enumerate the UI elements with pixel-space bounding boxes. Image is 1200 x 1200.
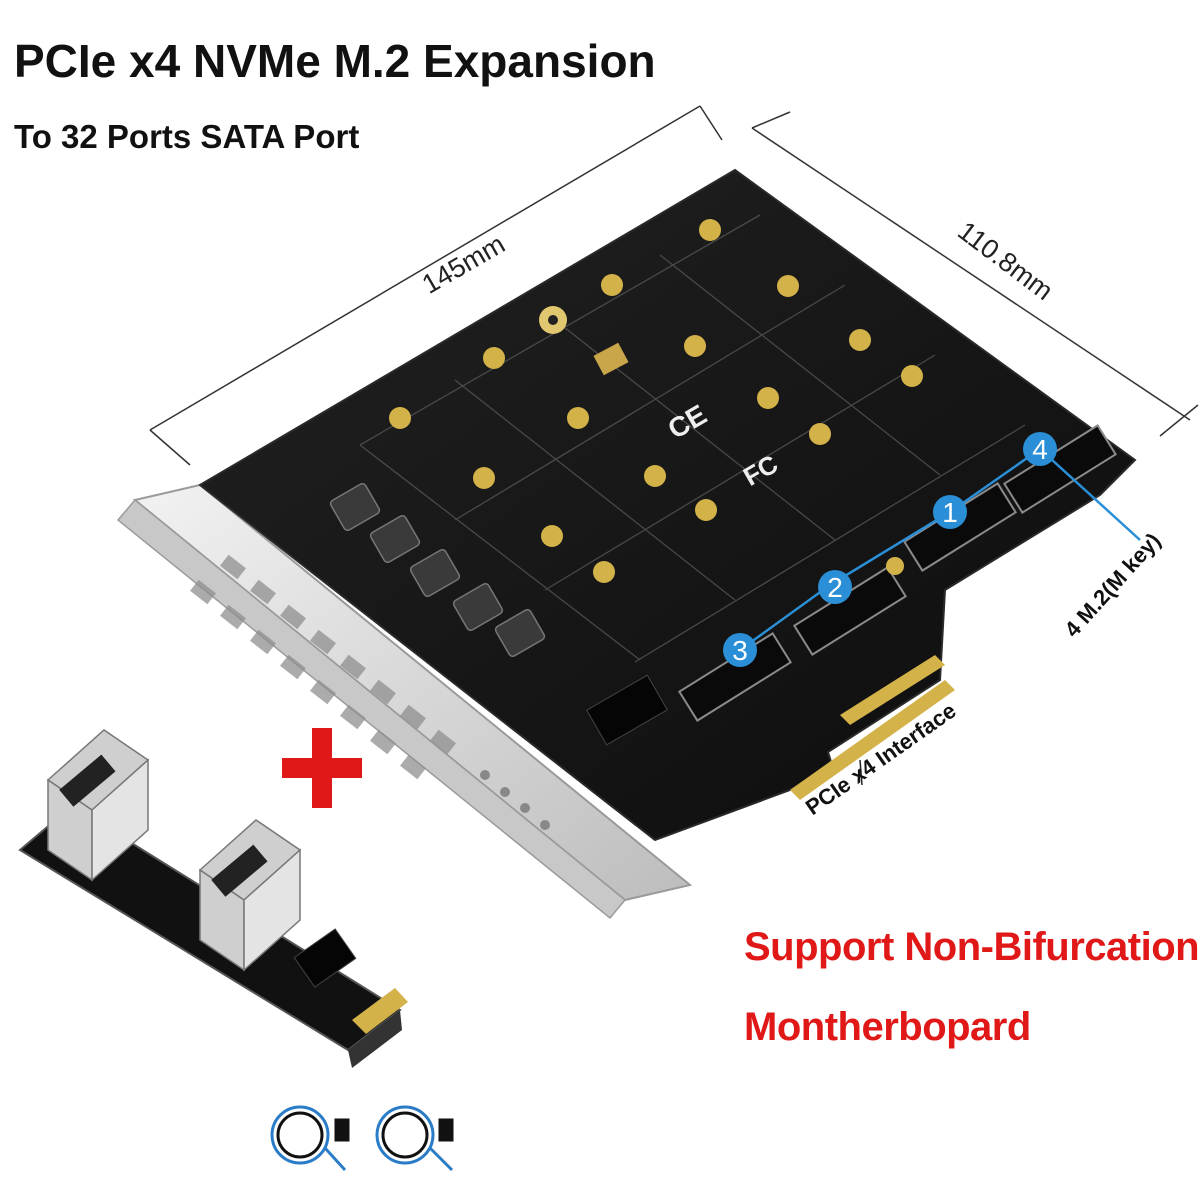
slot-3-number: 3 [732, 635, 748, 666]
sata-cable-icon [270, 1105, 454, 1172]
slot-3-marker: 3 [723, 633, 757, 667]
slot-4-marker: 4 [1023, 432, 1057, 466]
slot-4-number: 4 [1032, 434, 1048, 465]
non-bifurcation-note: Support Non-Bifurcation [744, 925, 1200, 969]
motherboard-note: Montherbopard [744, 1005, 1031, 1049]
pcb-board: CE FC [198, 168, 1137, 842]
page-title: PCIe x4 NVMe M.2 Expansion [14, 35, 656, 87]
dimension-width [751, 111, 1199, 437]
m2-slots-label: 4 M.2(M key) [1059, 528, 1165, 642]
slot-2-number: 2 [827, 572, 843, 603]
dimension-width-label: 110.8mm [952, 216, 1058, 306]
slot-2-marker: 2 [818, 570, 852, 604]
dimension-length [149, 105, 723, 466]
red-plus-icon [282, 728, 362, 808]
pcie-bracket [116, 483, 693, 920]
sata-expansion-card [18, 729, 408, 1068]
slot-1-number: 1 [942, 497, 958, 528]
slot-1-marker: 1 [933, 495, 967, 529]
page-subtitle: To 32 Ports SATA Port [14, 118, 360, 155]
